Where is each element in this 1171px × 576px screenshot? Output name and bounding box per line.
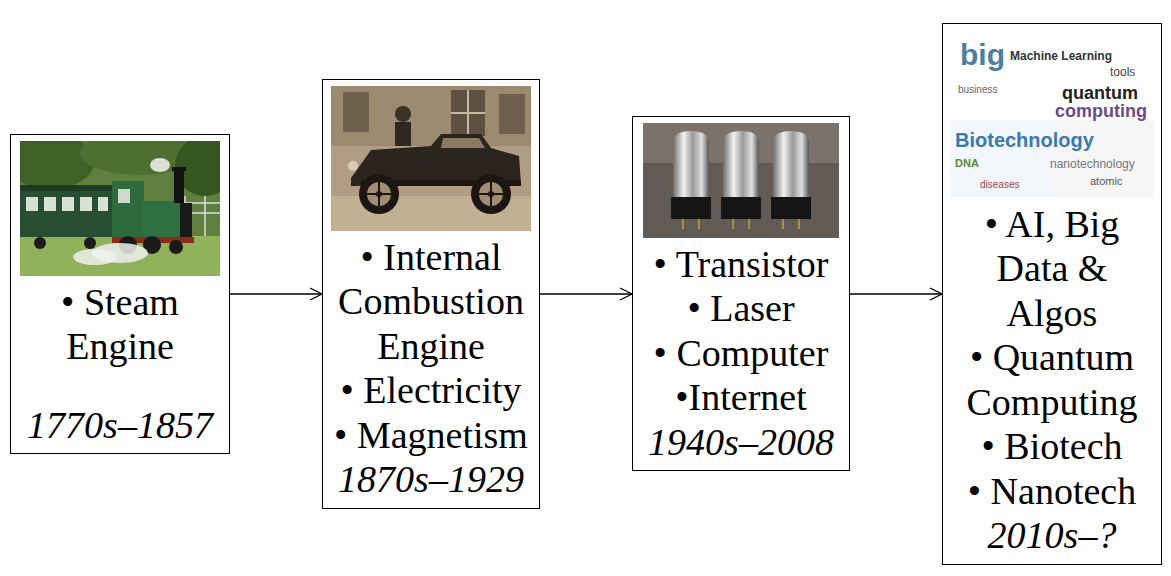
era-box: big Machine Learning tools business quantumc… bbox=[942, 23, 1162, 565]
word-cloud-word: Machine Learning bbox=[1010, 50, 1112, 62]
technology-item: • Nanotech bbox=[951, 469, 1153, 513]
era-dates: 1870s–1929 bbox=[331, 457, 531, 501]
word-cloud-image: big Machine Learning tools business quantumc… bbox=[950, 30, 1154, 198]
word-cloud-word: quantum bbox=[1062, 84, 1138, 102]
technology-item: • Laser bbox=[641, 286, 841, 330]
word-cloud-word: DNA bbox=[955, 158, 979, 169]
technology-item: • Internal Combustion Engine bbox=[331, 235, 531, 368]
era-dates: 2010s–? bbox=[951, 513, 1153, 557]
era-box: • Internal Combustion Engine• Electricit… bbox=[322, 79, 540, 509]
era-box: • Transistor• Laser• Computer•Internet19… bbox=[632, 116, 850, 471]
word-cloud-word: nanotechnology bbox=[1050, 158, 1135, 170]
technology-item: • Magnetism bbox=[331, 413, 531, 457]
flow-arrow bbox=[230, 288, 322, 300]
era-dates: 1770s–1857 bbox=[19, 403, 221, 447]
flow-arrow bbox=[540, 288, 632, 300]
word-cloud-word: atomic bbox=[1090, 176, 1122, 187]
word-cloud-word: big bbox=[960, 40, 1005, 70]
word-cloud-word: tools bbox=[1110, 66, 1135, 78]
technology-item: • Steam Engine bbox=[19, 280, 221, 369]
era-box: • Steam Engine 1770s–1857 bbox=[10, 134, 230, 454]
vintage-car-photo bbox=[331, 86, 531, 231]
technology-item: • AI, Big Data & Algos bbox=[951, 202, 1153, 335]
technology-item: • Quantum Computing bbox=[951, 335, 1153, 424]
technology-item: • Transistor bbox=[641, 242, 841, 286]
technology-item: • Computer bbox=[641, 331, 841, 375]
technology-item: • Biotech bbox=[951, 424, 1153, 468]
flow-arrow bbox=[850, 288, 942, 300]
vacuum-tubes-photo bbox=[643, 123, 839, 238]
era-dates: 1940s–2008 bbox=[641, 420, 841, 464]
word-cloud-word: Biotechnology bbox=[955, 130, 1094, 150]
steam-train-photo bbox=[20, 141, 220, 276]
word-cloud-word: computing bbox=[1055, 102, 1147, 120]
technology-item: • Electricity bbox=[331, 368, 531, 412]
word-cloud-word: diseases bbox=[980, 180, 1019, 190]
word-cloud-word: business bbox=[958, 85, 997, 95]
technology-item: •Internet bbox=[641, 375, 841, 419]
